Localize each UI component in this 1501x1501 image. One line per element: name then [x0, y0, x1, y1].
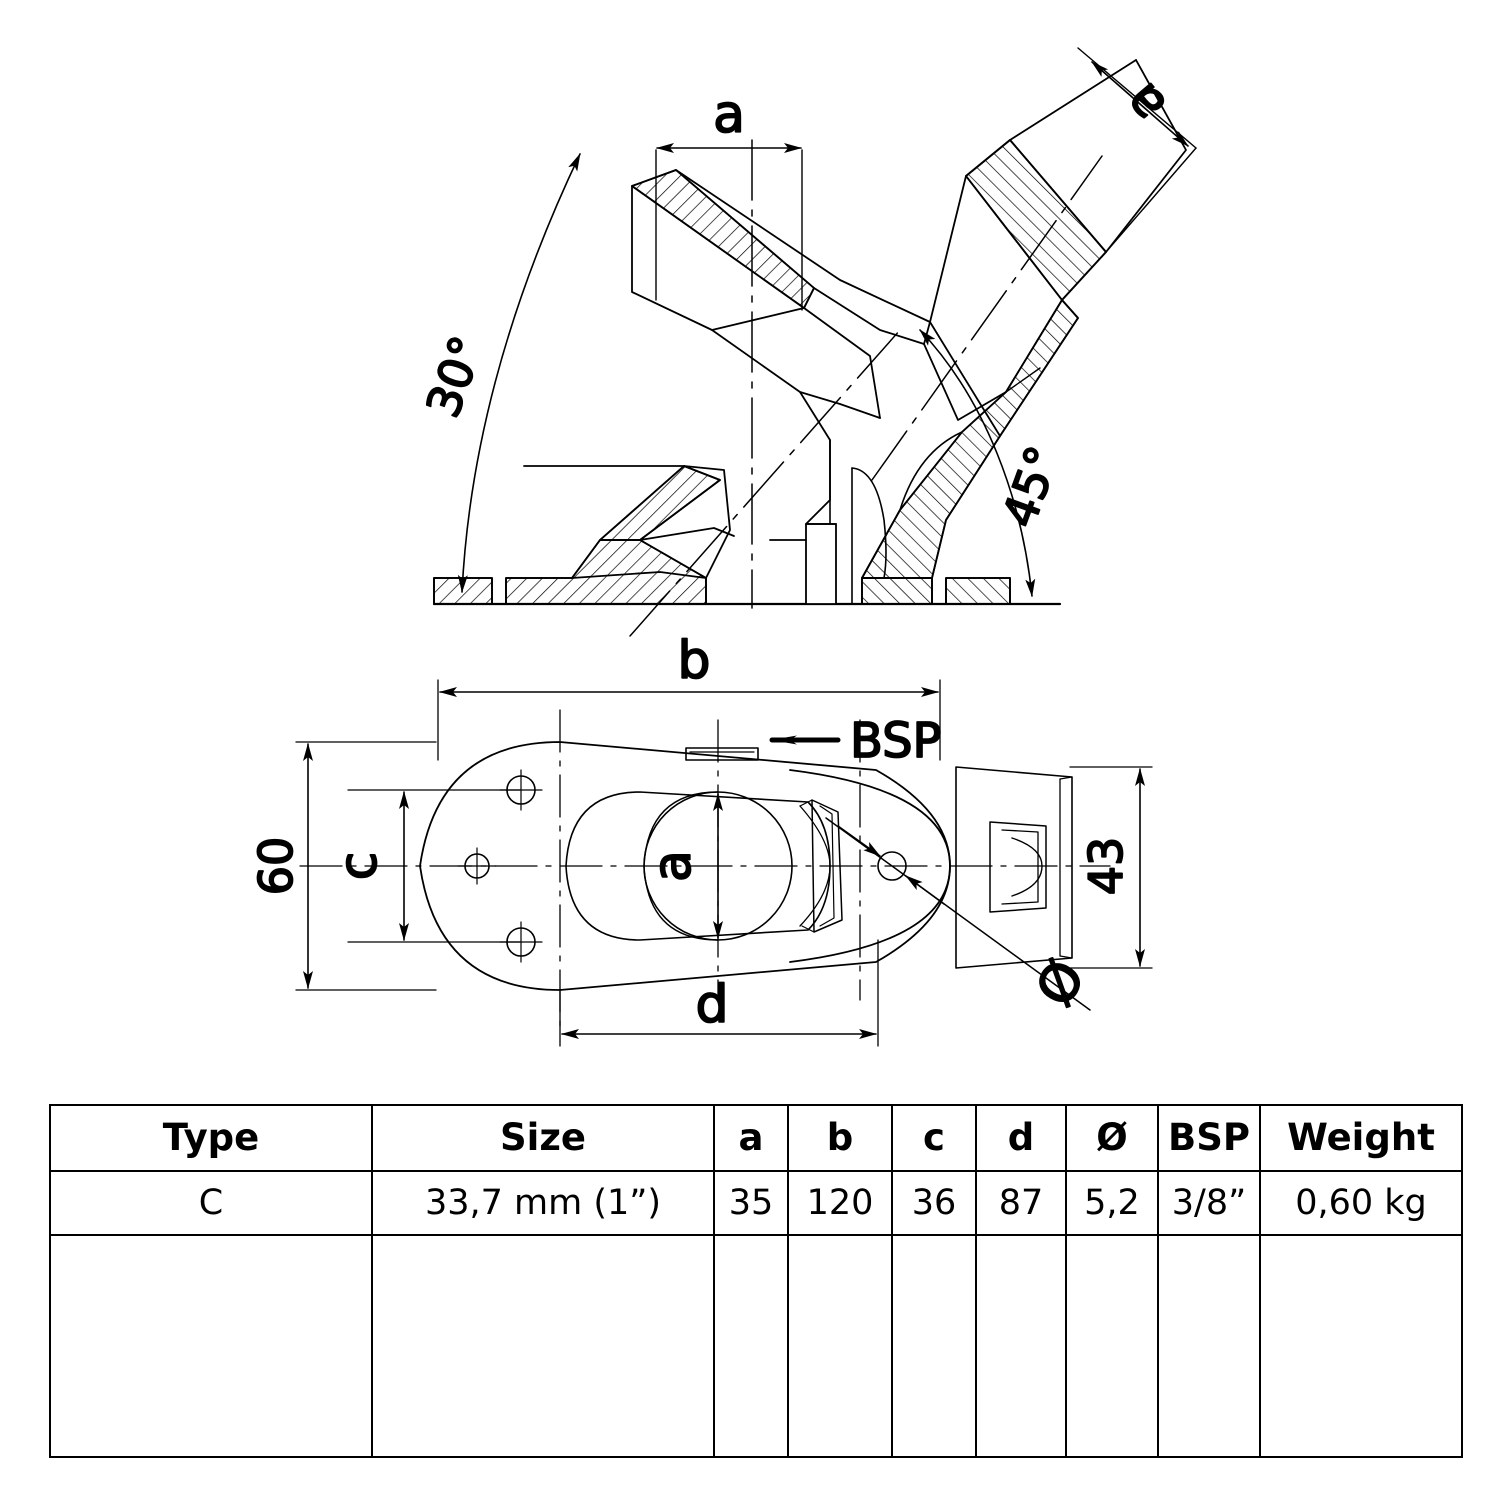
dimension-b	[437, 679, 941, 761]
empty-cell-bsp	[1157, 1234, 1261, 1458]
angle-dimension-30	[457, 153, 581, 593]
plan-view-geometry	[299, 709, 1111, 1031]
header-diameter: Ø	[1065, 1104, 1159, 1172]
header-bsp: BSP	[1157, 1104, 1261, 1172]
empty-cell-diameter	[1065, 1234, 1159, 1458]
header-weight: Weight	[1259, 1104, 1463, 1172]
empty-cell-a	[713, 1234, 789, 1458]
header-a: a	[713, 1104, 789, 1172]
dimension-60-label: 60	[249, 837, 303, 896]
dimension-a-elevation-label: a	[713, 85, 745, 145]
angle-30-label: 30°	[416, 329, 495, 424]
bsp-callout-label: BSP	[850, 713, 942, 769]
empty-cell-type	[49, 1234, 373, 1458]
dimension-a-inclined	[1077, 47, 1197, 253]
cell-diameter: 5,2	[1065, 1170, 1159, 1236]
table-empty-row	[49, 1234, 1463, 1458]
angle-dimension-45	[919, 329, 1036, 597]
cell-b: 120	[787, 1170, 893, 1236]
header-type: Type	[49, 1104, 373, 1172]
dimension-diameter-leader	[825, 817, 1091, 1011]
dimension-60	[295, 741, 437, 991]
cell-type: C	[49, 1170, 373, 1236]
angle-45-label: 45°	[992, 439, 1071, 534]
specification-table-wrapper: Type Size a b c d Ø BSP Weight C 33,7 mm…	[49, 1104, 1463, 1458]
empty-cell-c	[891, 1234, 977, 1458]
empty-cell-weight	[1259, 1234, 1463, 1458]
dimension-a-plan-label: a	[643, 850, 703, 882]
header-size: Size	[371, 1104, 715, 1172]
elevation-view-geometry	[432, 59, 1187, 637]
dimension-d-label: d	[695, 975, 728, 1035]
header-d: d	[975, 1104, 1067, 1172]
specification-table: Type Size a b c d Ø BSP Weight C 33,7 mm…	[49, 1104, 1463, 1458]
cell-a: 35	[713, 1170, 789, 1236]
table-row: C 33,7 mm (1”) 35 120 36 87 5,2 3/8” 0,6…	[49, 1170, 1463, 1236]
empty-cell-d	[975, 1234, 1067, 1458]
dimension-a-elevation	[655, 143, 803, 311]
cell-size: 33,7 mm (1”)	[371, 1170, 715, 1236]
dimension-43	[1069, 766, 1153, 969]
cell-weight: 0,60 kg	[1259, 1170, 1463, 1236]
cell-bsp: 3/8”	[1157, 1170, 1261, 1236]
table-header-row: Type Size a b c d Ø BSP Weight	[49, 1104, 1463, 1172]
header-c: c	[891, 1104, 977, 1172]
cell-d: 87	[975, 1170, 1067, 1236]
dimension-43-label: 43	[1079, 837, 1133, 896]
header-b: b	[787, 1104, 893, 1172]
dimension-b-label: b	[677, 631, 710, 691]
empty-cell-b	[787, 1234, 893, 1458]
dimension-d	[559, 939, 879, 1047]
empty-cell-size	[371, 1234, 715, 1458]
cell-c: 36	[891, 1170, 977, 1236]
dimension-c-label: c	[329, 852, 389, 881]
dimension-c	[347, 789, 521, 943]
